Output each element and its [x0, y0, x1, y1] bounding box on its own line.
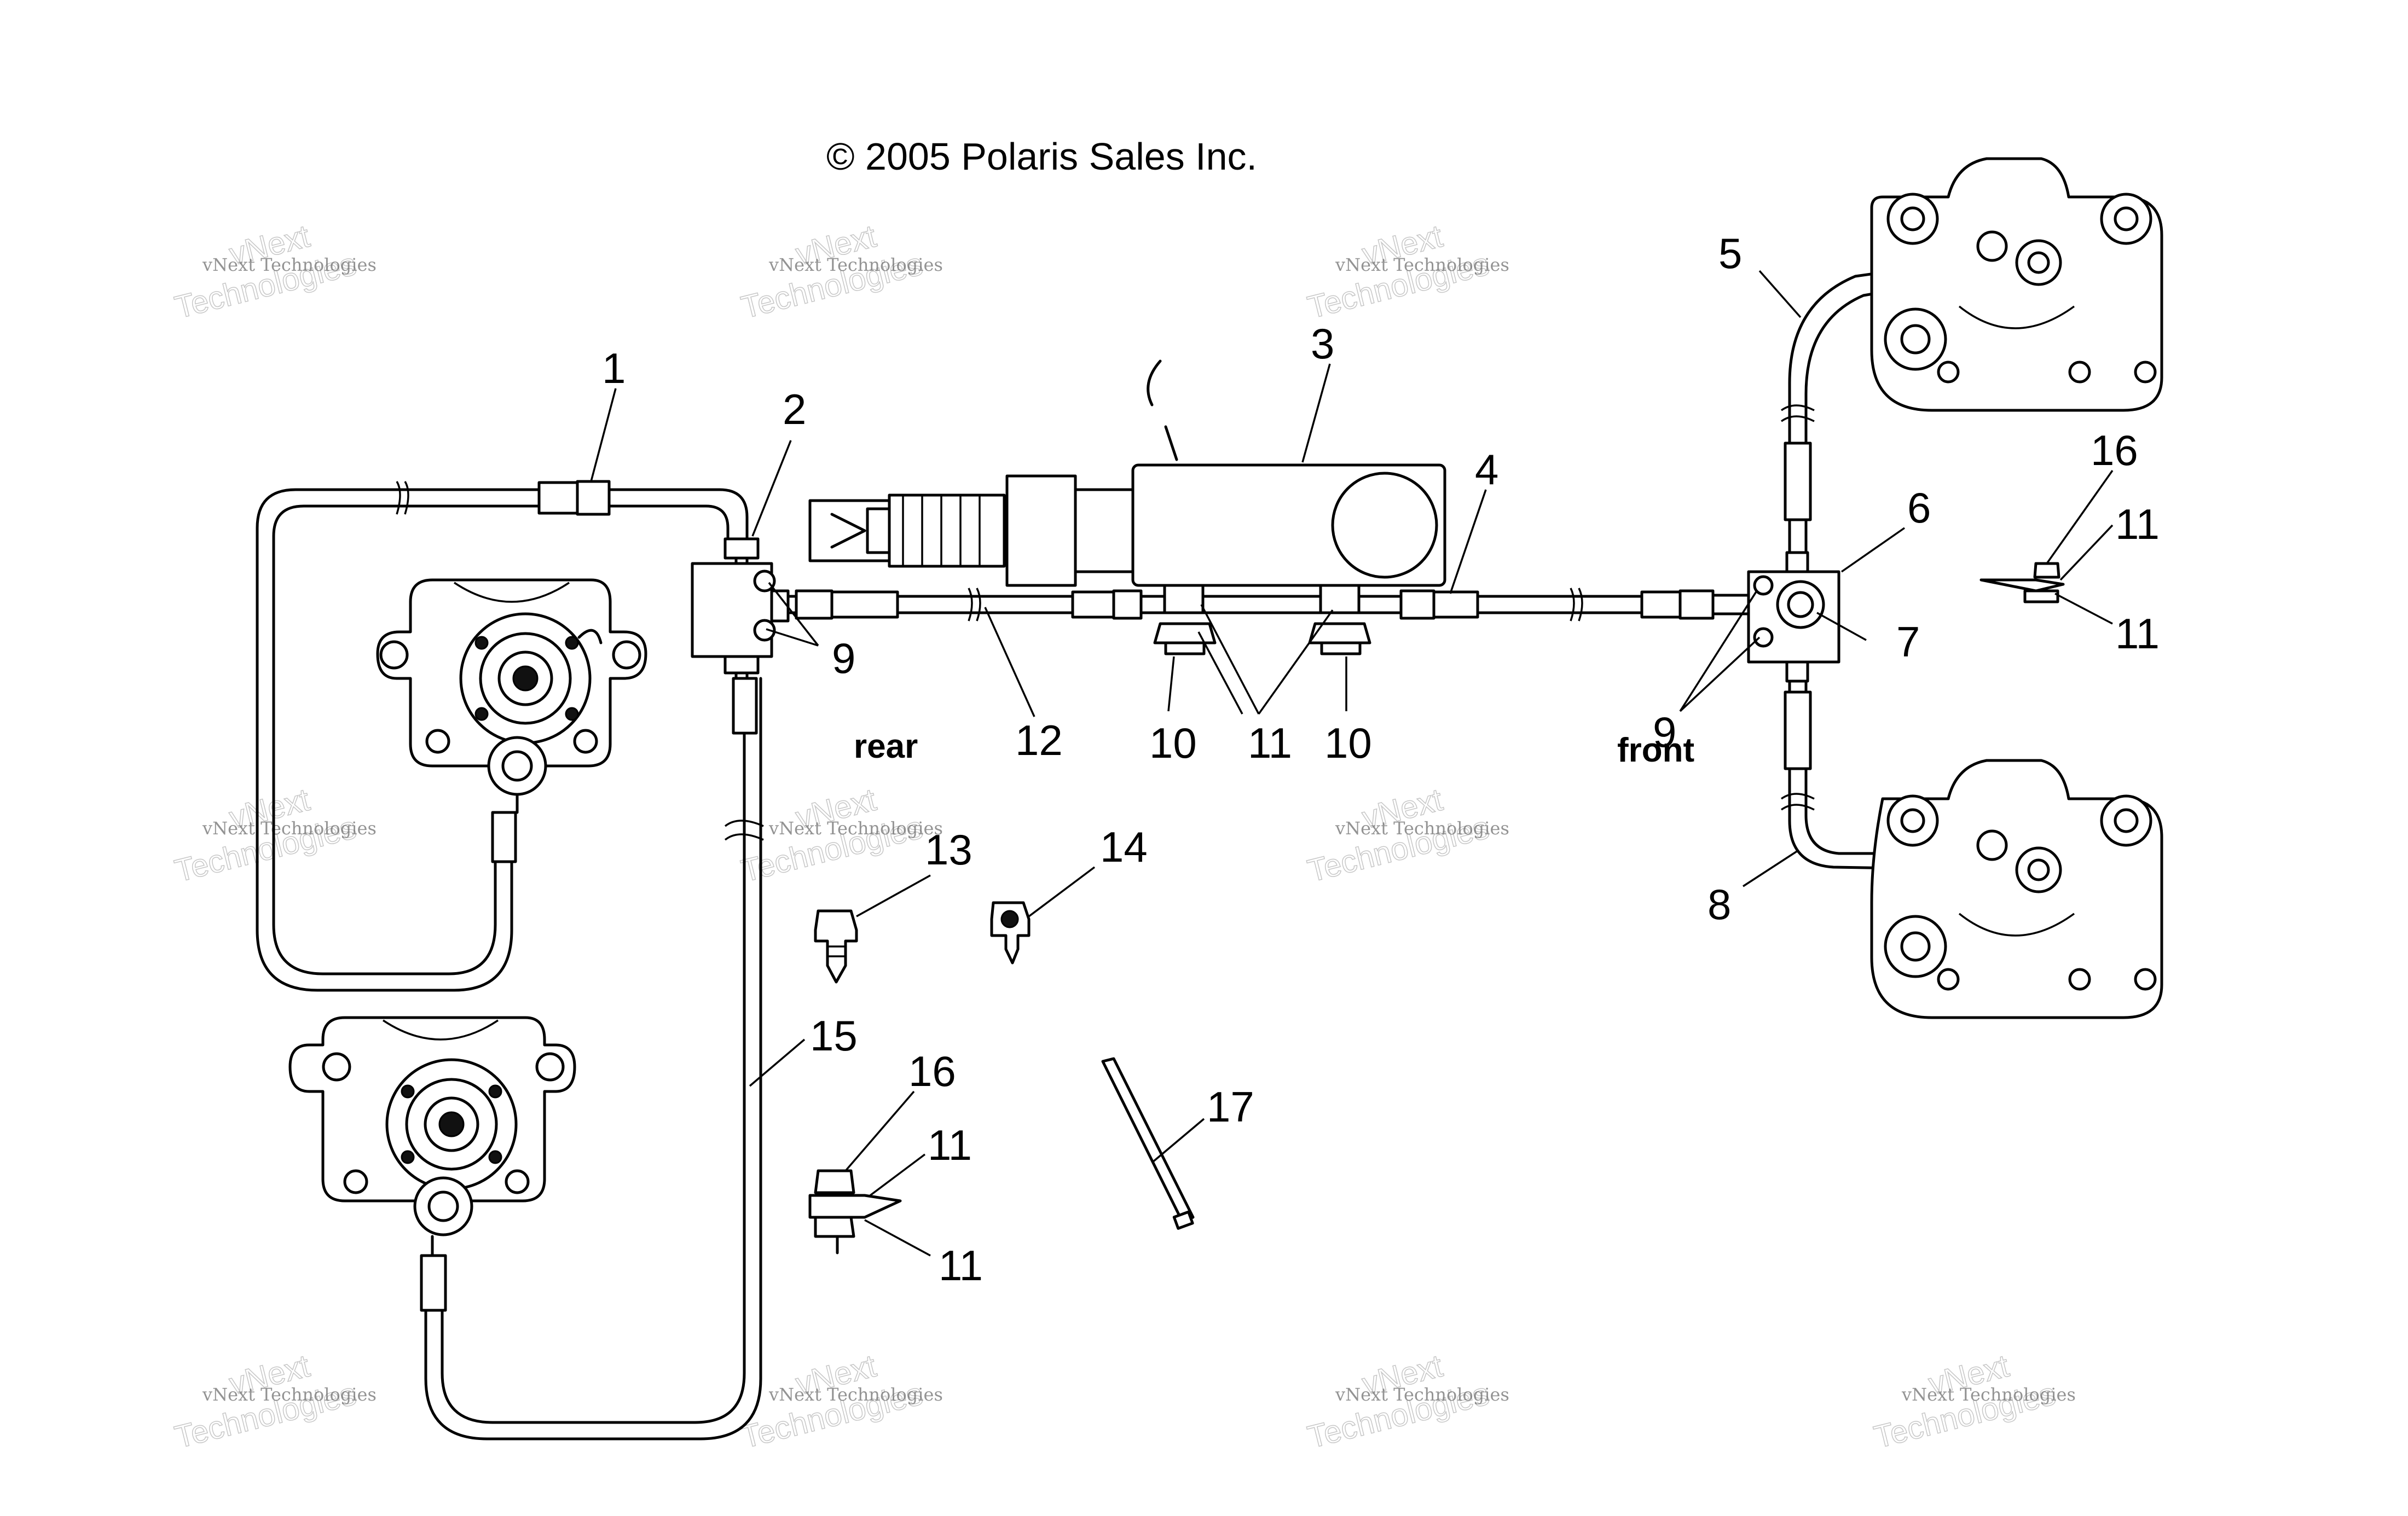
callout-6: 6 [1907, 484, 1931, 532]
callout-2: 2 [783, 385, 806, 433]
copyright-text: © 2005 Polaris Sales Inc. [826, 135, 1257, 178]
watermark-text: vNext Technologies [768, 1384, 943, 1405]
front-brake-line-upper [1780, 255, 1994, 554]
rear-caliper-upper [376, 578, 647, 814]
watermark-text: vNext Technologies [202, 818, 377, 839]
rear-caliper-lower [288, 677, 762, 1441]
clip-14 [990, 901, 1031, 965]
watermark-text: vNext Technologies [768, 254, 943, 275]
callout-numbers: 1 2 3 4 5 6 7 8 9 9 10 10 11 11 11 11 11… [602, 229, 2160, 1290]
watermark-text: vNext Technologies [768, 818, 943, 839]
callout-12: 12 [1015, 716, 1063, 764]
callout-4: 4 [1475, 445, 1498, 493]
watermark-text: vNext Technologies [1901, 1384, 2076, 1405]
bolt-assembly-lower [808, 1169, 902, 1254]
rear-distribution-block [691, 537, 790, 841]
callout-15: 15 [810, 1012, 858, 1060]
cable-tie-17 [1101, 1057, 1195, 1230]
callout-8: 8 [1707, 880, 1731, 928]
clip-13 [814, 909, 858, 984]
callout-1: 1 [602, 344, 626, 392]
callout-5: 5 [1718, 229, 1742, 277]
watermark-text: vNext Technologies [1335, 254, 1509, 275]
callout-11-lower-bottom: 11 [939, 1241, 983, 1290]
rear-brake-line-loop [256, 480, 749, 992]
callout-17: 17 [1207, 1083, 1254, 1131]
callout-3: 3 [1311, 320, 1334, 368]
callout-11-right-bottom: 11 [2115, 609, 2160, 658]
watermark-text: vNext Technologies [1335, 1384, 1509, 1405]
callout-7: 7 [1896, 618, 1920, 666]
front-caliper-upper [1870, 157, 2163, 412]
callout-9-rear: 9 [832, 634, 855, 682]
main-brake-line [786, 588, 1753, 621]
front-caliper-lower [1870, 759, 2163, 1019]
leader-lines [590, 270, 2114, 1257]
callout-16-right: 16 [2091, 426, 2138, 474]
watermark-text: vNext Technologies [1335, 818, 1509, 839]
brake-line-fitting-1 [537, 481, 579, 515]
rear-label: rear [854, 728, 918, 765]
callout-11-lower-top: 11 [928, 1121, 972, 1169]
master-cylinder [808, 359, 1446, 655]
callout-11-right-top: 11 [2115, 500, 2160, 548]
callout-13: 13 [925, 826, 973, 874]
watermark-text: vNext Technologies [202, 1384, 377, 1405]
callout-16-lower: 16 [908, 1047, 956, 1095]
callout-11-center: 11 [1248, 719, 1292, 767]
front-brake-line-lower [1780, 679, 1999, 872]
callout-9-front: 9 [1653, 708, 1676, 756]
callout-14: 14 [1100, 823, 1148, 871]
front-label: front [1617, 731, 1694, 769]
callout-10-right: 10 [1324, 719, 1372, 767]
callout-10-left: 10 [1149, 719, 1197, 767]
watermark-text: vNext Technologies [202, 254, 377, 275]
bolt-assembly-right [1979, 562, 2065, 603]
